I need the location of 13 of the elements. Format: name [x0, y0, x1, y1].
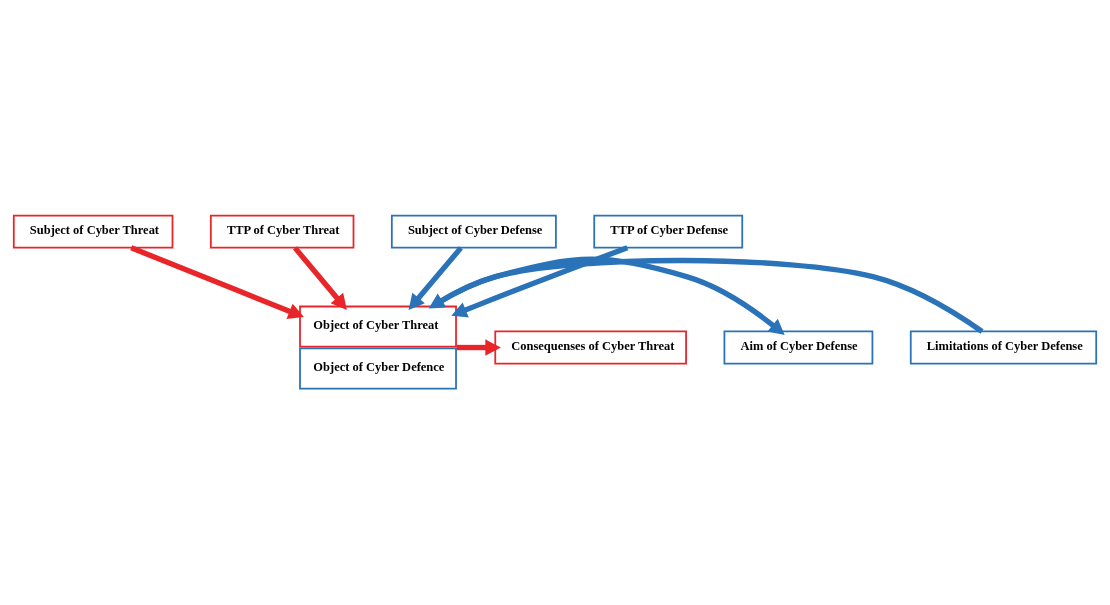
node-box: Aim of Cyber Defense: [723, 330, 874, 365]
arrow: [408, 246, 463, 310]
arrow: [428, 257, 984, 334]
node-box: TTP of Cyber Threat: [209, 214, 355, 249]
node-box: Subject of Cyber Threat: [12, 214, 174, 249]
node-box: TTP of Cyber Defense: [593, 214, 744, 249]
arrow: [456, 339, 501, 356]
arrow: [130, 245, 304, 319]
node-box: Limitations of Cyber Defense: [909, 330, 1098, 365]
node-box: Consequenses of Cyber Threat: [494, 330, 687, 365]
arrow: [451, 245, 629, 318]
node-box: Subject of Cyber Defense: [390, 214, 557, 249]
arrow: [293, 246, 347, 310]
